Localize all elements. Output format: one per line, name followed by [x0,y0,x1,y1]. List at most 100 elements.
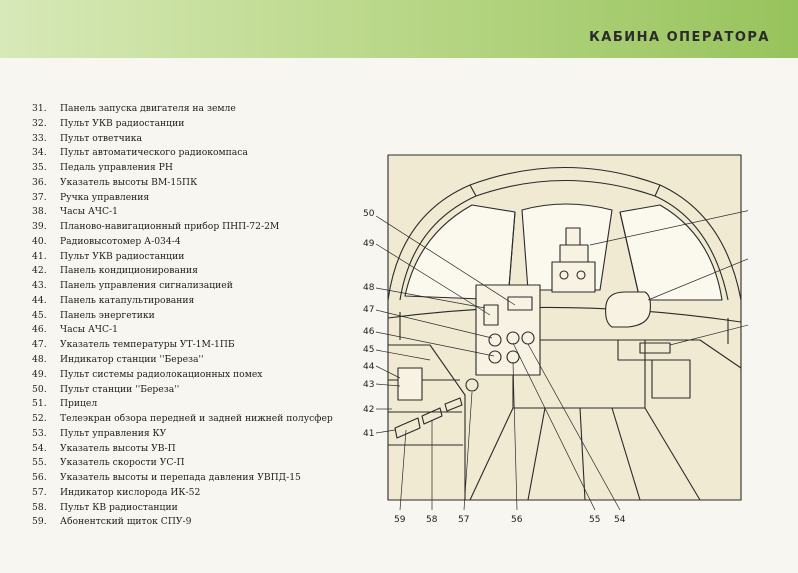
legend-item: 39. Планово-навигационный прибор ПНП-72-2… [32,220,352,235]
page-title: КАБИНА ОПЕРАТОРА [589,30,770,45]
leader-50 [375,215,516,306]
leader-45 [375,349,431,361]
floor-line-1 [527,407,641,501]
legend-text: Индикатор станции ''Береза'' [60,354,204,366]
legend-text: Пульт УКВ радиостанции [60,117,185,129]
legend-text: Указатель высоты УВ-П [60,442,176,454]
callout-label: 58 [426,515,438,525]
legend-number: 48. [32,354,47,366]
legend-number: 39. [32,221,47,233]
callout-label: 57 [458,515,469,525]
legend-text: Указатель высоты ВМ-15ПК [60,176,198,188]
legend-text: Пульт системы радиолокационных помех [60,368,263,380]
legend-text: Панель кондиционирования [60,265,198,277]
dashboard-edge [399,312,729,344]
header-band [0,0,798,58]
legend-item: 47.Указатель температуры УТ-1М-1ПБ [32,338,352,353]
leader-43 [375,383,401,387]
tv-screen [605,291,651,328]
legend-text: Пульт КВ радиостанции [60,501,178,513]
legend-item: 49. Пульт системы радиолокационных помех [32,368,352,383]
legend-text: Телеэкран обзора передней и задней нижне… [60,413,333,425]
leader-46 [375,331,495,357]
legend-number: 38. [32,206,47,218]
legend-item: 56.Указатель высоты и перепада давления … [32,471,352,486]
legend-text: Педаль управления РН [60,162,173,174]
callout-label: 50 [363,209,375,219]
legend-item: 46.Часы АЧС-1 [32,323,352,338]
legend-number: 50. [32,383,47,395]
legend-text: Планово-навигационный прибор ПНП-72-2М [60,221,280,233]
left-panel-slots [394,397,463,439]
legend-item: 55. Указатель скорости УС-П [32,456,352,471]
leader-52 [647,258,748,301]
window-left [404,204,516,301]
legend-number: 45. [32,309,47,321]
legend-number: 42. [32,265,47,277]
canopy-inner [399,179,729,301]
callout-label: 42 [363,405,374,415]
legend-number: 31. [32,103,47,114]
gauge-1 [488,333,502,347]
legend-number: 46. [32,324,47,336]
legend-item: 37.Ручка управления [32,191,352,206]
sight-lens-1 [559,270,569,280]
legend-item: 58. Пульт КВ радиостанции [32,501,352,516]
legend-number: 47. [32,339,47,351]
legend-text: Индикатор кислорода ИК-52 [60,486,201,498]
legend-item: 51. Прицел [32,397,352,412]
left-console [388,344,466,500]
legend-number: 40. [32,235,47,247]
legend-number: 44. [32,294,47,306]
instrument-block [483,304,499,326]
legend-item: 41.Пульт УКВ радиостанции [32,250,352,265]
legend-item: 31. Панель запуска двигателя на земле [32,102,352,117]
legend-item: 57.Индикатор кислорода ИК-52 [32,486,352,501]
callout-label: 46 [363,327,375,337]
legend-number: 53. [32,427,47,439]
callout-label: 59 [394,515,406,525]
callout-label: 55 [589,515,600,525]
legend-number: 51. [32,398,47,410]
legend-number: 33. [32,132,47,144]
legend-item: 52. Телеэкран обзора передней и задней ни… [32,412,352,427]
leader-51 [589,210,748,246]
dashboard-top [387,306,742,323]
legend-number: 35. [32,162,47,174]
legend-number: 43. [32,280,47,292]
legend-text: Часы АЧС-1 [60,206,118,218]
legend-text: Указатель скорости УС-П [60,457,185,469]
legend-item: 45.Панель энергетики [32,309,352,324]
legend-text: Панель катапультирования [60,294,195,306]
ku-panel [639,342,671,354]
canopy-bar-right [619,184,661,301]
legend-number: 52. [32,413,47,425]
legend-text: Пульт управления КУ [60,427,167,439]
leader-49 [375,243,491,316]
legend-item: 44. Панель катапультирования [32,294,352,309]
legend-number: 58. [32,501,47,513]
legend-text: Прицел [60,398,98,410]
component-legend: 31.Панель запуска двигателя на земле 32.… [32,102,352,530]
gauge-2 [506,331,520,345]
legend-number: 55. [32,457,47,469]
legend-text: Пульт ответчика [60,132,142,144]
legend-number: 41. [32,250,47,262]
callout-label: 41 [363,429,374,439]
legend-item: 48. Индикатор станции ''Береза'' [32,353,352,368]
legend-item: 33. Пульт ответчика [32,132,352,147]
legend-text: Панель запуска двигателя на земле [60,103,236,114]
leader-56 [512,361,518,511]
legend-item: 38. Часы АЧС-1 [32,205,352,220]
callout-label: 47 [363,305,374,315]
legend-number: 34. [32,147,47,159]
left-panel-box [397,367,423,401]
legend-item: 43.Панель управления сигнализацией [32,279,352,294]
sight-lens-2 [576,270,586,280]
legend-item: 50. Пульт станции ''Береза'' [32,383,352,398]
legend-text: Пульт станции ''Береза'' [60,383,180,395]
legend-item: 34.Пульт автоматического радиокомпаса [32,146,352,161]
leader-57 [463,391,473,511]
callout-label: 43 [363,380,374,390]
legend-number: 49. [32,368,47,380]
